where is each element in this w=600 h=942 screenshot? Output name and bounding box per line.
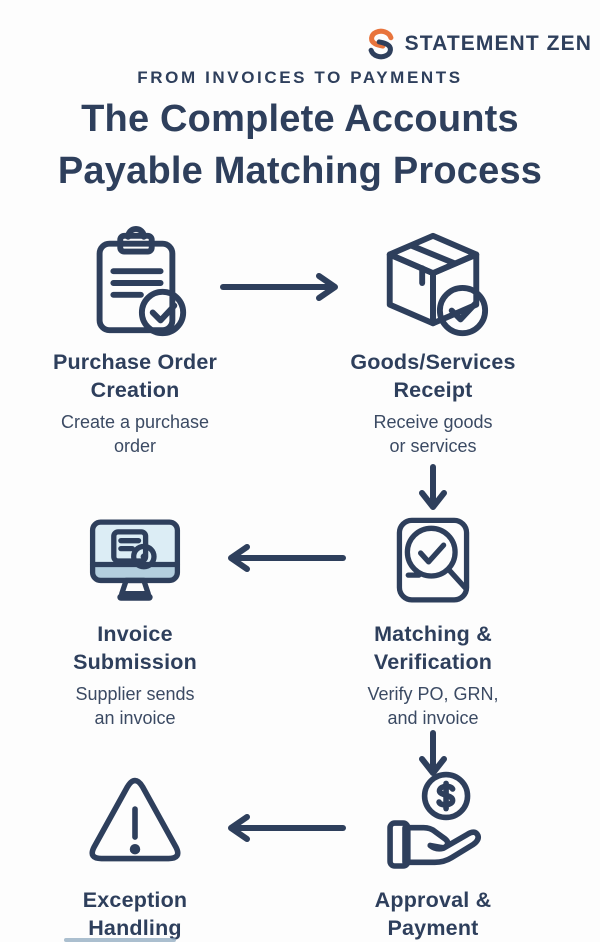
step-title: Invoice Submission [73,622,197,674]
kicker-text: FROM INVOICES TO PAYMENTS [137,68,463,87]
arrow-down-matching-to-approval [413,728,453,787]
warning-triangle-icon [5,768,265,880]
step-title: Purchase Order Creation [52,350,218,402]
step-title: Approval & Payment [374,888,492,940]
step-subtitle: Create a purchase order [60,412,210,456]
step-purchase-order-creation: Purchase Order Creation Create a purchas… [5,224,265,459]
magnifier-check-icon [303,510,563,614]
step-title: Matching & Verification [373,622,493,674]
arrow-down-receipt-to-matching [413,462,453,521]
brand-logo: STATEMENT ZEN [363,26,592,62]
step-subtitle: Verify PO, GRN, and invoice [367,684,499,728]
cutoff-element-hint [64,938,176,942]
step-title: Exception Handling [82,888,188,940]
step-matching-verification: Matching & Verification Verify PO, GRN, … [303,510,563,731]
step-approval-payment: Approval & Payment [303,768,563,942]
arrow-right-po-to-receipt [218,272,348,307]
step-subtitle: Supplier sends an invoice [75,684,195,728]
monitor-invoice-icon [5,510,265,614]
arrow-left-approval-to-exception [218,813,348,848]
step-invoice-submission: Invoice Submission Supplier sends an inv… [5,510,265,731]
hand-coin-icon [303,768,563,880]
step-exception-handling: Exception Handling [5,768,265,942]
page-title: The Complete Accounts Payable Matching P… [57,98,543,192]
s-swirl-icon [363,26,399,62]
step-subtitle: Receive goods or services [373,412,493,456]
clipboard-check-icon [5,224,265,342]
brand-name: STATEMENT ZEN [404,32,592,55]
package-check-icon [303,224,563,342]
step-goods-services-receipt: Goods/Services Receipt Receive goods or … [303,224,563,459]
arrow-left-matching-to-invoice [218,543,348,578]
step-title: Goods/Services Receipt [350,350,516,402]
